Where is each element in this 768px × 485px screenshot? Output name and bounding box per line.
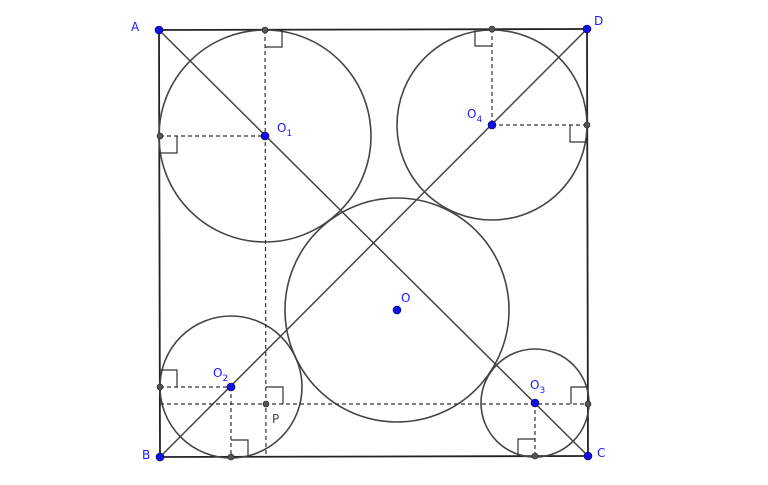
label-o4: O4	[467, 107, 482, 125]
right-angle-mark	[474, 29, 492, 47]
tangent-point	[531, 452, 539, 460]
right-angle-mark	[265, 30, 283, 48]
dashed-o1-vertical	[264, 29, 267, 458]
tangent-point	[583, 121, 591, 129]
label-o3: O3	[530, 378, 545, 396]
right-angle-mark	[569, 125, 587, 143]
point-o	[392, 305, 402, 315]
tangent-point	[488, 25, 496, 33]
tangent-point	[156, 132, 164, 140]
right-angle-mark	[266, 386, 284, 404]
point-d	[582, 24, 592, 34]
point-a	[154, 25, 164, 35]
point-o2	[226, 382, 236, 392]
point-o3	[530, 398, 540, 408]
right-angle-mark	[160, 369, 178, 387]
right-angle-mark	[517, 438, 535, 456]
point-c	[583, 451, 593, 461]
label-a: A	[131, 20, 140, 34]
tangent-point	[227, 453, 235, 461]
tangent-point	[156, 383, 164, 391]
label-c: C	[597, 446, 605, 460]
tangent-point	[584, 400, 592, 408]
label-d: D	[594, 14, 603, 28]
point-o4	[487, 120, 497, 130]
point-p	[262, 400, 270, 408]
side-dc	[586, 28, 589, 457]
label-p: P	[272, 412, 279, 426]
right-angle-mark	[570, 386, 588, 404]
diagonal-bd	[159, 28, 588, 458]
tangent-point	[261, 26, 269, 34]
side-ad	[158, 28, 588, 31]
label-o1: O1	[277, 121, 292, 139]
right-angle-mark	[231, 439, 249, 457]
label-o: O	[401, 291, 410, 305]
right-angle-mark	[160, 136, 178, 154]
point-o1	[260, 131, 270, 141]
label-o2: O2	[213, 366, 228, 384]
circle-o	[284, 197, 510, 423]
label-b: B	[142, 448, 150, 462]
point-b	[155, 452, 165, 462]
